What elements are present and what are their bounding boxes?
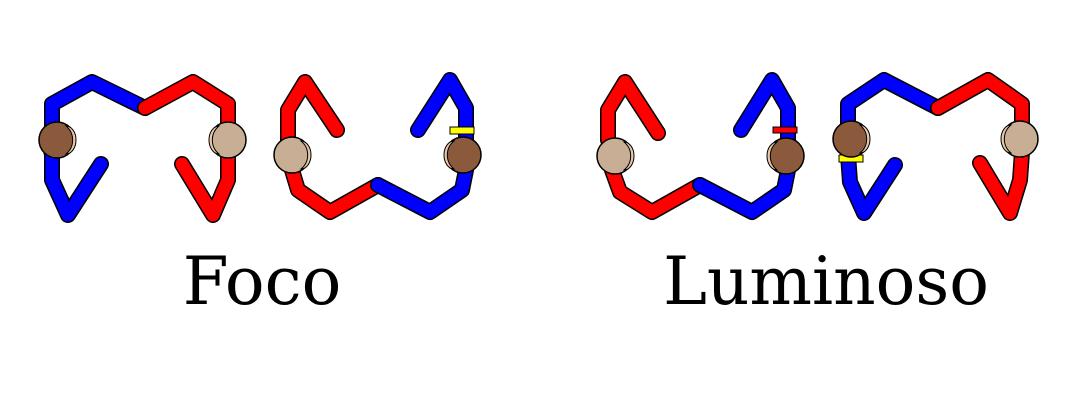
figure-group-3 xyxy=(596,72,805,220)
red-figure-1 xyxy=(137,74,247,223)
blue-figure-1 xyxy=(38,74,153,223)
word-foco: Foco xyxy=(183,243,342,320)
red-figure-2 xyxy=(273,74,386,220)
blue-figure-3 xyxy=(692,72,805,220)
figure-group-4 xyxy=(832,72,1039,221)
figure-group-1 xyxy=(38,74,247,223)
blue-figure-4 xyxy=(832,72,946,221)
red-band-icon xyxy=(772,126,798,134)
word-luminoso: Luminoso xyxy=(663,243,989,320)
red-figure-4 xyxy=(930,72,1039,221)
yellow-band-icon xyxy=(449,126,475,135)
blue-figure-2 xyxy=(370,72,482,220)
red-figure-3 xyxy=(596,74,708,220)
figure-group-2 xyxy=(273,72,482,220)
